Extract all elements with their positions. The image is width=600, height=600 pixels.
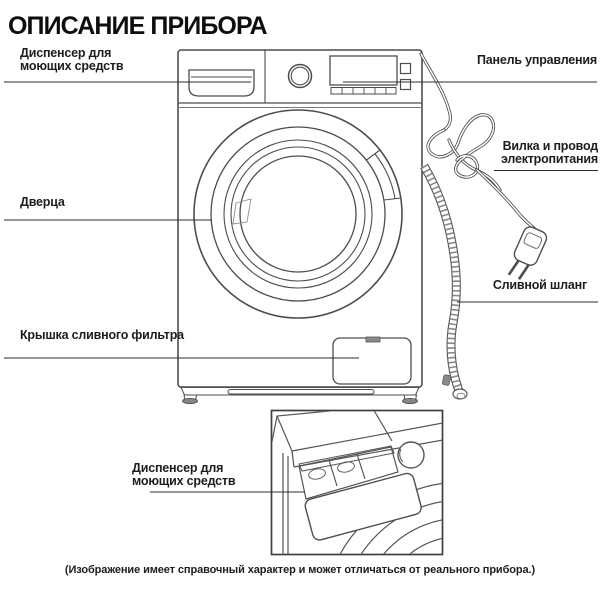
label-power-plug: Вилка и провод электропитания: [501, 140, 598, 166]
label-door: Дверца: [20, 195, 65, 209]
label-dispenser-inset-line2: моющих средств: [132, 474, 236, 488]
plug-drawing: [507, 226, 548, 281]
label-dispenser-top: Диспенсер для моющих средств: [20, 46, 124, 73]
plinth-and-feet-drawing: [180, 387, 420, 404]
door-drawing: [193, 109, 403, 319]
program-knob-drawing: [287, 63, 313, 89]
dispenser-drawer-drawing: [188, 69, 255, 97]
callout-lines: [4, 81, 598, 493]
inset-frame: [270, 409, 444, 556]
label-power-plug-line1: Вилка и провод: [502, 139, 599, 153]
label-dispenser-inset: Диспенсер для моющих средств: [132, 461, 236, 488]
control-panel-drawing: [329, 55, 412, 95]
label-dispenser-top-line2: моющих средств: [20, 59, 124, 73]
footnote: (Изображение имеет справочный характер и…: [64, 564, 536, 576]
label-filter-cover: Крышка сливного фильтра: [20, 328, 184, 342]
label-drain-hose: Сливной шланг: [492, 278, 587, 292]
drain-hose-drawing: [420, 163, 468, 400]
power-cord-drawing: [419, 52, 548, 281]
filter-cover-drawing: [332, 336, 412, 385]
label-dispenser-top-line1: Диспенсер для: [20, 46, 112, 60]
page-title: ОПИСАНИЕ ПРИБОРА: [8, 12, 268, 40]
label-dispenser-inset-line1: Диспенсер для: [132, 461, 224, 475]
label-control-panel: Панель управления: [476, 53, 597, 67]
washing-machine-drawing: [177, 49, 423, 404]
label-power-plug-line2: электропитания: [500, 152, 598, 166]
dispenser-drawer-inset: [270, 409, 444, 556]
